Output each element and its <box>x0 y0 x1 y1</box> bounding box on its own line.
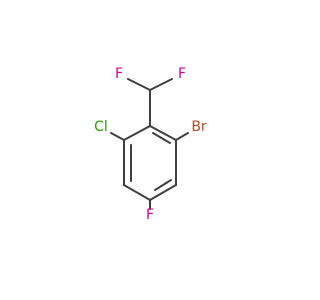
fluorine-label-top-left: F <box>115 66 123 82</box>
bonds <box>110 78 189 210</box>
fluorine-label-top-right: F <box>178 66 186 82</box>
bond-ring-cl <box>110 132 125 141</box>
aromatic-inner-bond-2 <box>154 179 172 191</box>
bond-c3-c4 <box>149 184 177 201</box>
bond-c1-c2 <box>149 125 177 141</box>
bond-ring-br <box>175 132 189 141</box>
fluorine-label-bottom: F <box>146 207 154 223</box>
chlorine-label: Cl <box>94 119 108 135</box>
atom-labels: F F Cl Br F <box>94 66 207 223</box>
aromatic-inner-bond-1 <box>152 132 171 144</box>
bond-cf2h-f-right <box>149 78 173 91</box>
chemical-structure: F F Cl Br F <box>0 0 300 300</box>
bromine-label: Br <box>191 119 207 135</box>
bond-c6-c1 <box>123 125 151 141</box>
bond-cf2h-f-left <box>127 78 151 91</box>
bond-c4-c5 <box>123 184 151 201</box>
background <box>0 0 300 300</box>
